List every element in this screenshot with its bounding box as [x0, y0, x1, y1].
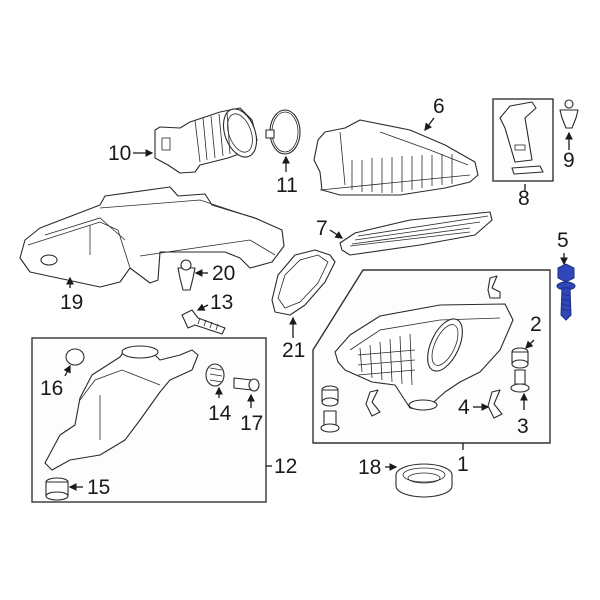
callout-3[interactable]: 3 — [517, 415, 529, 438]
callout-13[interactable]: 13 — [210, 291, 234, 314]
part-19-intake-duct[interactable] — [19, 186, 285, 288]
callout-11[interactable]: 11 — [276, 174, 298, 197]
callout-9[interactable]: 9 — [563, 149, 575, 172]
part-18-seal-ring[interactable] — [395, 463, 453, 498]
part-13-bolt[interactable] — [181, 309, 226, 335]
callout-6[interactable]: 6 — [433, 95, 445, 118]
clip-upper — [487, 275, 501, 299]
part-9-push-clip[interactable] — [559, 99, 579, 129]
callout-5[interactable]: 5 — [557, 229, 569, 252]
part-8-sensor-box[interactable] — [492, 98, 554, 182]
part-12-resonator-box[interactable] — [31, 337, 267, 503]
callout-7[interactable]: 7 — [316, 217, 328, 240]
callout-16[interactable]: 16 — [40, 377, 64, 400]
part-10-intake-hose[interactable] — [154, 104, 263, 174]
part-7-air-filter[interactable] — [339, 211, 493, 256]
callout-8[interactable]: 8 — [518, 187, 530, 210]
leader-lines — [63, 117, 573, 491]
callout-14[interactable]: 14 — [208, 402, 232, 425]
callout-15[interactable]: 15 — [87, 476, 111, 499]
callout-4[interactable]: 4 — [458, 396, 470, 419]
callout-2[interactable]: 2 — [530, 313, 542, 336]
part-5-highlighted-bolt[interactable] — [556, 263, 576, 321]
part-21-seal[interactable] — [271, 249, 336, 316]
callout-10[interactable]: 10 — [108, 142, 132, 165]
callout-19[interactable]: 19 — [60, 291, 84, 314]
callout-18[interactable]: 18 — [358, 456, 382, 479]
callout-17[interactable]: 17 — [240, 412, 264, 435]
callout-1[interactable]: 1 — [457, 453, 469, 476]
part-6-air-cleaner-cover[interactable] — [313, 119, 479, 196]
part-11-hose-clamp[interactable] — [265, 109, 301, 155]
part-1-housing-box[interactable] — [312, 269, 551, 444]
callout-12[interactable]: 12 — [274, 455, 298, 478]
part-20-push-clip[interactable] — [177, 259, 196, 291]
callout-21[interactable]: 21 — [282, 339, 306, 362]
callout-20[interactable]: 20 — [212, 262, 236, 285]
